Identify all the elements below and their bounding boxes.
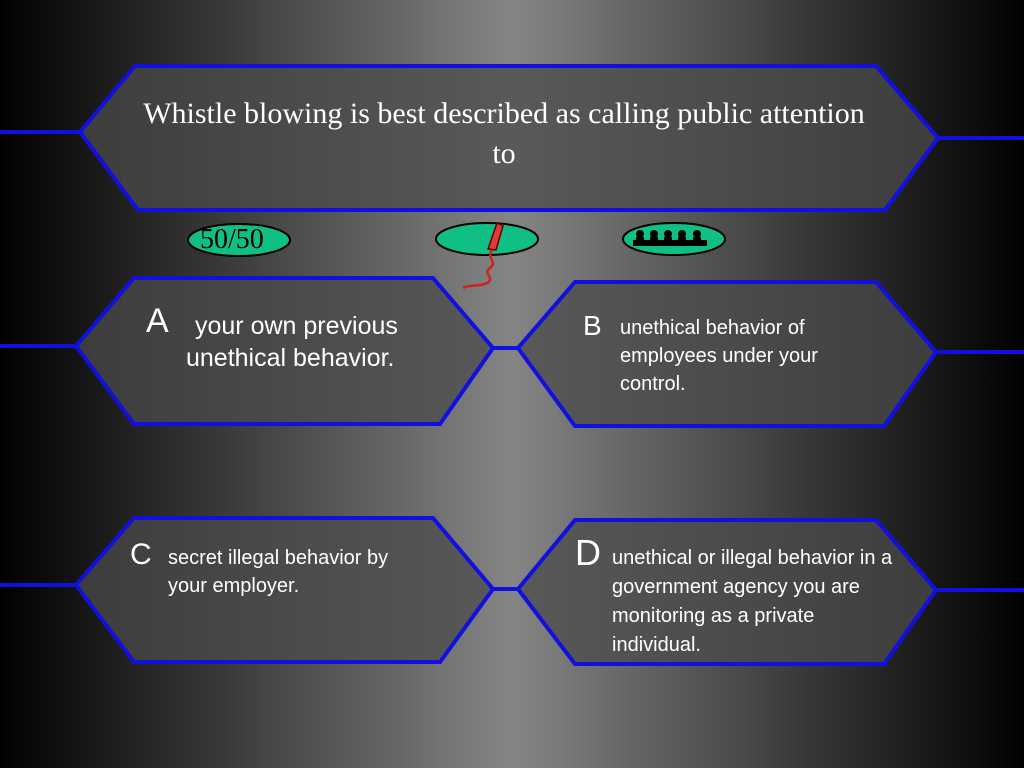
audience-icon: [633, 230, 707, 246]
answer-d-letter: D: [575, 532, 601, 573]
answer-c-letter: C: [130, 538, 152, 571]
answer-a-letter: A: [146, 302, 169, 340]
question-box: [77, 64, 941, 212]
answer-c-box[interactable]: [73, 516, 496, 664]
answer-a-text[interactable]: your own previous unethical behavior.: [186, 312, 398, 372]
phone-icon: [462, 221, 504, 290]
answer-c-text[interactable]: secret illegal behavior by your employer…: [168, 547, 389, 597]
answer-d-text[interactable]: unethical or illegal behavior in a gover…: [612, 547, 893, 656]
answer-b-letter: B: [583, 310, 602, 341]
question-text: Whistle blowing is best described as cal…: [143, 97, 865, 170]
fifty-fifty-lifeline[interactable]: [187, 223, 291, 257]
fifty-fifty-label[interactable]: 50/50: [200, 224, 264, 255]
answer-d-box[interactable]: [515, 518, 939, 666]
answer-b-box[interactable]: [515, 280, 939, 428]
phone-lifeline[interactable]: [435, 222, 539, 256]
answer-a-box[interactable]: [73, 276, 496, 426]
answer-b-text[interactable]: unethical behavior of employees under yo…: [620, 317, 818, 395]
